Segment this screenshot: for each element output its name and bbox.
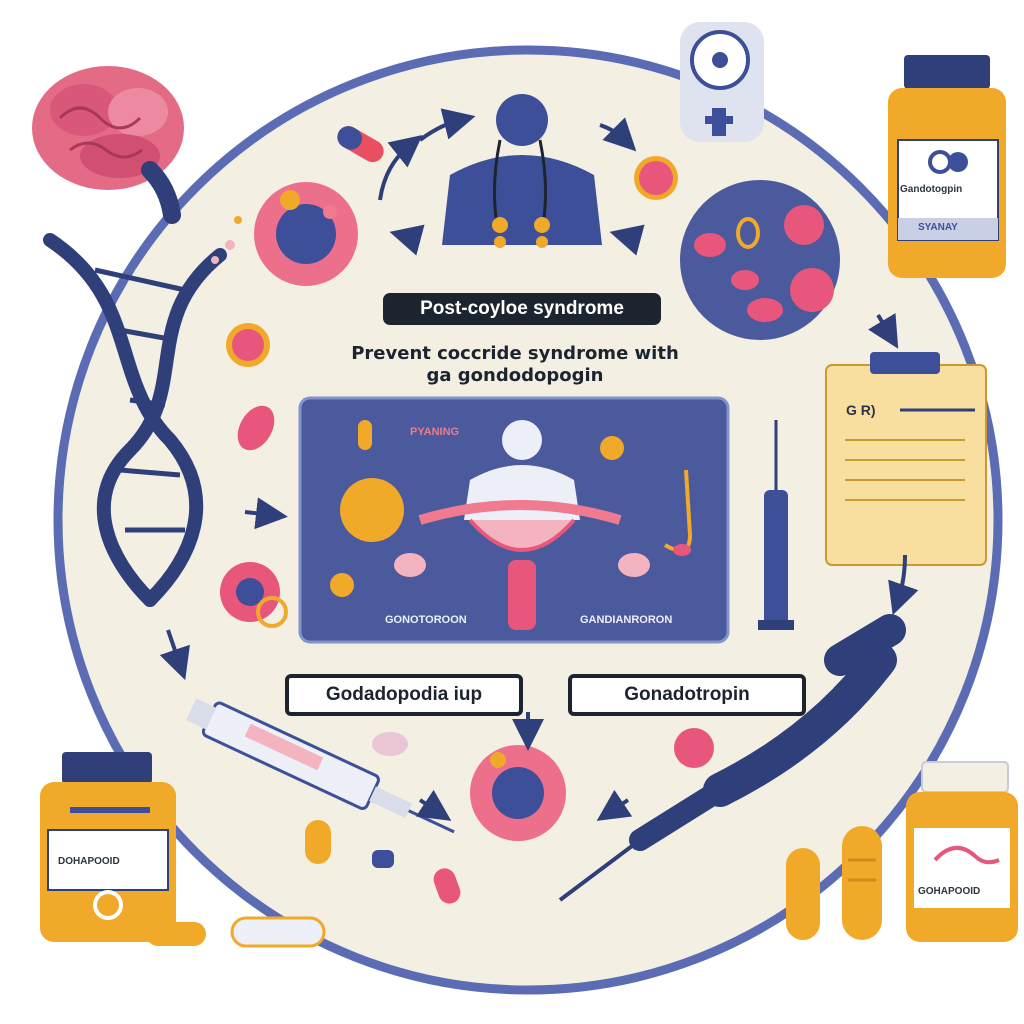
medicine-bottle-icon: [906, 761, 1018, 942]
syringe-icon: [186, 698, 455, 834]
capsule-icon: [305, 820, 331, 864]
bottle-label-bottom-right: GOHAPOOID: [918, 886, 981, 897]
cycle-arrow: [389, 224, 425, 256]
capsule-icon: [433, 868, 461, 904]
cycle-arrow: [599, 117, 637, 152]
caption-text: Prevent coccride syndrome with ga gondod…: [330, 343, 700, 387]
capsule-icon: [842, 826, 882, 940]
pen-injector-icon: [558, 614, 906, 902]
medical-device-icon: [680, 22, 764, 142]
label-godadopodia-iup: Godadopodia iup: [285, 674, 523, 716]
cycle-arrow: [888, 554, 919, 616]
cycle-arrow: [378, 135, 423, 201]
cells-cluster-icon: [680, 180, 840, 340]
medicine-bottle-icon: [888, 55, 1006, 278]
syringe-icon: [758, 420, 794, 630]
brain-icon: [32, 66, 184, 224]
capsule-icon: [146, 922, 206, 946]
dna-helix-icon: [43, 233, 227, 607]
cycle-arrow: [159, 629, 190, 681]
bottle-label-top-right: Gandotogpin: [900, 184, 963, 195]
cycle-arrow: [596, 789, 633, 821]
clipboard-text: G R): [846, 402, 876, 418]
bottle-sub-top-right: SYANAY: [918, 222, 958, 233]
panel-right-caption: GANDIANRORON: [580, 614, 673, 626]
panel-left-caption: GONOTOROON: [385, 614, 467, 626]
cycle-arrow: [868, 313, 899, 349]
follicle-cell-icon: [254, 182, 358, 286]
cycle-arrow: [244, 497, 288, 530]
capsule-icon: [337, 126, 384, 163]
pill-icon: [634, 156, 678, 200]
medicine-bottle-icon: [40, 752, 176, 942]
pill-icon: [237, 405, 275, 451]
capsule-icon: [372, 850, 394, 868]
caption-line-2: ga gondodopogin: [426, 365, 604, 386]
panel-pyaning-text: PYANING: [410, 426, 460, 438]
follicle-cell-icon: [470, 745, 566, 841]
caption-line-1: Prevent coccride syndrome with: [351, 343, 679, 364]
cycle-arrow: [609, 224, 645, 256]
reproductive-panel: [298, 396, 730, 644]
clipboard-icon: [825, 352, 987, 566]
capsule-icon: [786, 848, 820, 940]
label-gonadotropin: Gonadotropin: [568, 674, 806, 716]
capsule-icon: [230, 916, 326, 948]
cycle-arrow: [415, 789, 452, 821]
cycle-arrow: [418, 108, 476, 142]
bottle-label-bottom-left: DOHAPOOID: [58, 856, 120, 867]
person-icon: [442, 94, 602, 248]
cell-icon: [220, 562, 288, 628]
pill-icon: [372, 732, 408, 756]
cell-icon: [674, 728, 714, 768]
label-post-coyloe-syndrome: Post-coyloe syndrome: [383, 293, 661, 325]
